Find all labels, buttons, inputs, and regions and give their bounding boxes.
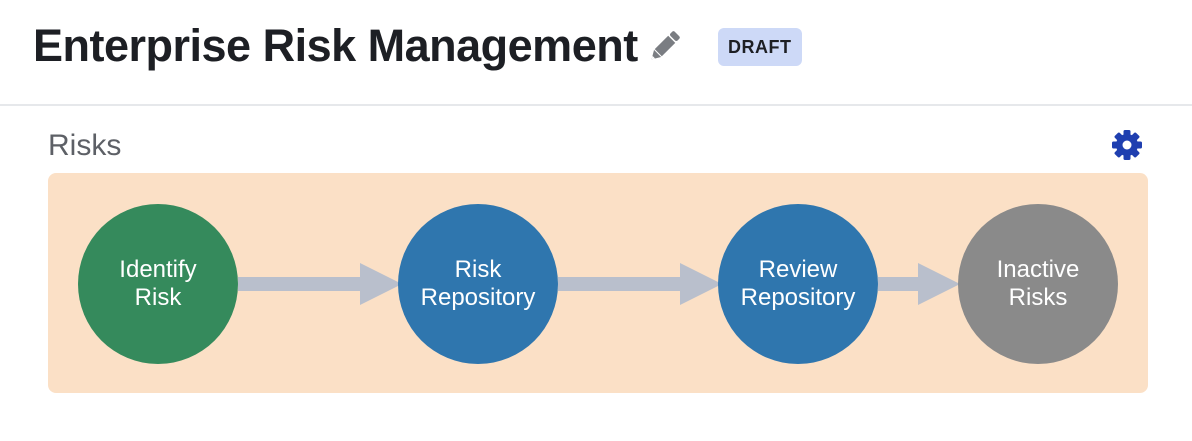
status-badge: DRAFT	[718, 28, 802, 66]
stage-inactive-risks[interactable]: Inactive Risks	[958, 204, 1118, 364]
connector-arrow	[238, 263, 402, 305]
stage-label: Inactive Risks	[996, 256, 1080, 311]
stage-review-repository[interactable]: Review Repository	[718, 204, 878, 364]
workflow-panel: Identify Risk Risk Repository Review Rep…	[48, 173, 1148, 393]
connector-arrow	[878, 263, 960, 305]
stage-identify-risk[interactable]: Identify Risk	[78, 204, 238, 364]
page-title: Enterprise Risk Management	[33, 20, 638, 71]
stage-label: Review Repository	[740, 256, 856, 311]
stage-risk-repository[interactable]: Risk Repository	[398, 204, 558, 364]
stage-label: Identify Risk	[119, 256, 197, 311]
stage-label: Risk Repository	[420, 256, 536, 311]
page-header: Enterprise Risk Management DRAFT	[0, 0, 1192, 106]
connector-arrow	[558, 263, 722, 305]
workflow-connectors	[238, 263, 960, 305]
gear-icon[interactable]	[1111, 129, 1143, 161]
pencil-icon[interactable]	[645, 26, 685, 66]
section-title: Risks	[48, 129, 122, 162]
